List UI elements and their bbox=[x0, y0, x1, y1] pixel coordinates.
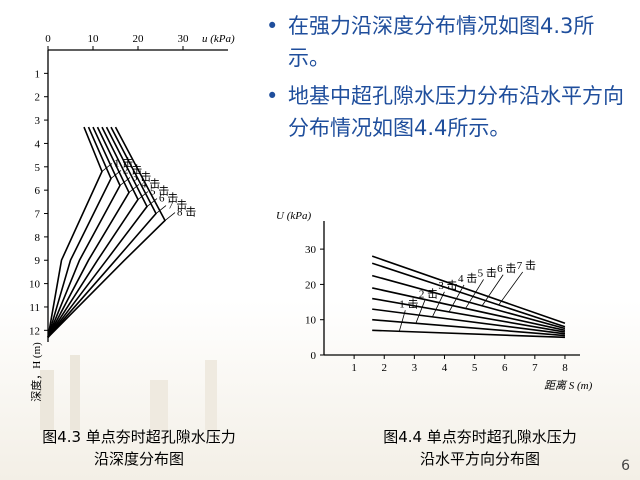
x-tick-label: 2 bbox=[381, 362, 387, 374]
series-line bbox=[371, 274, 566, 330]
series-line bbox=[47, 126, 130, 338]
y-tick-label: 2 bbox=[35, 92, 41, 104]
bullet-list: • 在强力沿深度分布情况如图4.3所示。 • 地基中超孔隙水压力分布沿水平方向分… bbox=[262, 10, 634, 150]
y-tick-label: 10 bbox=[29, 279, 41, 291]
series-line bbox=[47, 126, 103, 338]
series-leader bbox=[432, 291, 445, 318]
caption-line: 沿深度分布图 bbox=[93, 450, 184, 468]
x-tick-label: 4 bbox=[442, 362, 448, 374]
series-label: 6 击 bbox=[159, 192, 178, 205]
y-tick-label: 9 bbox=[35, 255, 41, 267]
series-line bbox=[47, 126, 121, 338]
series-label: 4 击 bbox=[458, 272, 477, 285]
y-tick-label: 3 bbox=[35, 115, 41, 127]
series-label: 8 击 bbox=[177, 206, 196, 219]
series-leader bbox=[146, 198, 158, 207]
series-leader bbox=[164, 212, 176, 221]
x-tick-label: 3 bbox=[412, 362, 418, 374]
x-tick-label: 7 bbox=[532, 362, 538, 374]
caption-line: 沿水平方向分布图 bbox=[419, 450, 540, 468]
figure-4-3-caption: 图4.3 单点夯时超孔隙水压力 沿深度分布图 bbox=[4, 426, 274, 470]
series-line bbox=[372, 318, 566, 337]
x-axis-label: u (kPa) bbox=[202, 33, 235, 45]
series-line bbox=[372, 308, 566, 335]
y-axis-label: U (kPa) bbox=[276, 210, 311, 222]
y-tick-label: 12 bbox=[29, 325, 40, 337]
series-line bbox=[372, 329, 565, 339]
page-number: 6 bbox=[621, 458, 630, 474]
bullet-text: 地基中超孔隙水压力分布沿水平方向分布情况如图4.4所示。 bbox=[288, 84, 624, 140]
bullet-text: 在强力沿深度分布情况如图4.3所示。 bbox=[288, 14, 595, 70]
series-label: 5 击 bbox=[478, 266, 497, 279]
series-label: 5 击 bbox=[150, 185, 169, 198]
series-line bbox=[371, 262, 566, 328]
series-label: 6 击 bbox=[497, 262, 516, 275]
series-label: 7 击 bbox=[168, 199, 187, 212]
y-tick-label: 11 bbox=[29, 302, 40, 314]
y-tick-label: 0 bbox=[311, 350, 317, 362]
y-tick-label: 6 bbox=[35, 185, 41, 197]
series-leader bbox=[415, 300, 426, 324]
y-tick-label: 20 bbox=[305, 279, 317, 291]
bullet-dot-icon: • bbox=[266, 14, 279, 38]
figure-4-4-caption: 图4.4 单点夯时超孔隙水压力 沿水平方向分布图 bbox=[330, 426, 630, 470]
series-line bbox=[47, 126, 139, 338]
y-axis-label: 深度，H (m) bbox=[29, 342, 43, 402]
series-label: 1 击 bbox=[399, 297, 418, 310]
y-tick-label: 7 bbox=[35, 209, 41, 221]
series-leader bbox=[498, 271, 524, 306]
x-tick-label: 5 bbox=[472, 362, 478, 374]
series-leader bbox=[155, 205, 167, 214]
caption-line: 图4.4 单点夯时超孔隙水压力 bbox=[383, 428, 577, 446]
x-tick-label: 8 bbox=[562, 362, 568, 374]
series-line bbox=[47, 126, 166, 338]
bullet-item: • 地基中超孔隙水压力分布沿水平方向分布情况如图4.4所示。 bbox=[262, 80, 634, 144]
x-tick-label: 0 bbox=[45, 33, 51, 45]
bullet-dot-icon: • bbox=[266, 84, 279, 108]
series-line bbox=[372, 297, 566, 333]
x-tick-label: 6 bbox=[502, 362, 508, 374]
y-tick-label: 1 bbox=[35, 68, 41, 80]
series-line bbox=[372, 287, 566, 332]
series-label: 4 击 bbox=[141, 177, 160, 190]
x-tick-label: 20 bbox=[133, 33, 145, 45]
series-leader bbox=[465, 279, 484, 309]
caption-line: 图4.3 单点夯时超孔隙水压力 bbox=[42, 428, 236, 446]
x-tick-label: 10 bbox=[88, 33, 100, 45]
y-tick-label: 4 bbox=[35, 138, 41, 150]
x-tick-label: 1 bbox=[351, 362, 357, 374]
x-axis-label: 距离 S (m) bbox=[544, 379, 593, 392]
series-line bbox=[47, 126, 148, 338]
x-tick-label: 30 bbox=[178, 33, 190, 45]
series-line bbox=[47, 126, 157, 338]
y-tick-label: 30 bbox=[305, 244, 317, 256]
series-label: 7 击 bbox=[517, 259, 536, 272]
series-line bbox=[371, 255, 566, 324]
series-line bbox=[47, 126, 112, 338]
y-tick-label: 8 bbox=[35, 232, 41, 244]
series-leader bbox=[137, 191, 149, 200]
y-tick-label: 5 bbox=[35, 162, 41, 174]
series-label: 3 击 bbox=[438, 279, 457, 292]
y-tick-label: 10 bbox=[305, 315, 317, 327]
bullet-item: • 在强力沿深度分布情况如图4.3所示。 bbox=[262, 10, 634, 74]
